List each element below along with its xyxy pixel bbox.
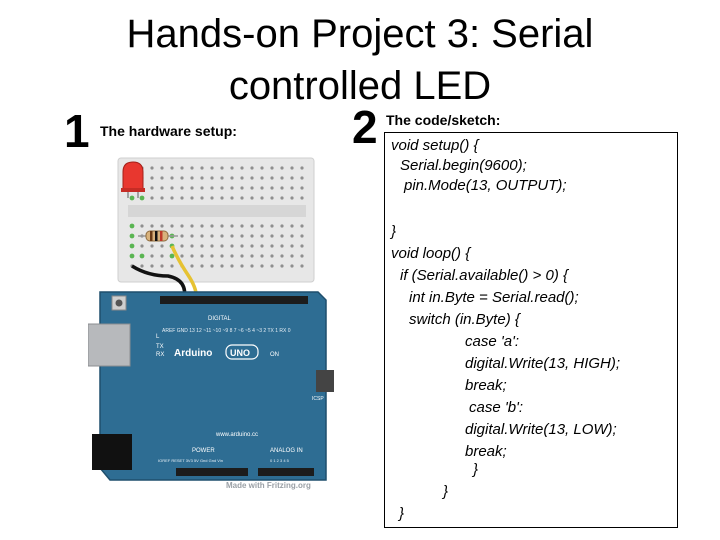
code-line: digital.Write(13, LOW);: [465, 421, 617, 438]
red-led: [121, 161, 145, 198]
usb-connector: [88, 323, 131, 367]
code-line: }: [399, 505, 405, 522]
code-line: digital.Write(13, HIGH);: [465, 355, 621, 372]
title-line-2: controlled LED: [228, 64, 492, 108]
top-pin-labels: AREF GND 13 12 ~11 ~10 ~9 8 7 ~6 ~5 4 ~3…: [162, 328, 291, 334]
arduino-brand: Arduino: [174, 348, 212, 359]
black-wire: [131, 264, 187, 301]
code-line: void setup() {: [391, 137, 479, 154]
breadboard: [117, 157, 315, 283]
resistor: [138, 230, 178, 242]
code-line: Serial.begin(9600);: [400, 157, 527, 174]
code-line: void loop() {: [391, 245, 471, 262]
on-label: ON: [270, 352, 279, 358]
power-header: [176, 468, 248, 476]
breadboard-channel: [128, 205, 306, 217]
code-line: break;: [465, 377, 507, 394]
rx-label: RX: [156, 352, 164, 358]
analog-header: [258, 468, 314, 476]
code-line: }: [473, 461, 479, 478]
uno-label: UNO: [230, 348, 250, 358]
section-number-1: 1: [64, 105, 90, 157]
power-label: POWER: [192, 448, 215, 454]
analog-label: ANALOG IN: [270, 448, 303, 454]
slide-title-text: Hands-on Project 3: Serial controlled LE…: [80, 8, 640, 112]
hardware-diagram: DIGITAL AREF GND 13 12 ~11 ~10 ~9 8 7 ~6…: [88, 157, 334, 490]
icsp-header: [316, 370, 334, 392]
code-line: switch (in.Byte) {: [409, 311, 520, 328]
code-line: }: [443, 483, 449, 500]
power-jack: [92, 434, 132, 470]
analog-pin-labels: 0 1 2 3 4 5: [270, 458, 290, 463]
code-panel: void setup() { Serial.begin(9600); pin.M…: [384, 132, 678, 528]
code-line: case 'a':: [465, 333, 520, 350]
arduino-board: DIGITAL AREF GND 13 12 ~11 ~10 ~9 8 7 ~6…: [88, 291, 334, 481]
fritzing-credit: Made with Fritzing.org: [226, 481, 311, 490]
code-line: case 'b':: [469, 399, 524, 416]
code-line: if (Serial.available() > 0) {: [400, 267, 568, 284]
website-label: www.arduino.cc: [215, 432, 258, 438]
icsp-label: ICSP: [312, 396, 324, 402]
hardware-setup-label: The hardware setup:: [100, 123, 237, 139]
digital-label: DIGITAL: [208, 316, 232, 322]
l-led-label: L: [156, 334, 160, 340]
power-pin-labels: IOREF RESET 3V3 5V Gnd Gnd Vin: [158, 458, 223, 463]
uno-badge: [225, 344, 259, 360]
code-line: pin.Mode(13, OUTPUT);: [404, 177, 567, 194]
code-line: break;: [465, 443, 507, 460]
breadboard-holes: [130, 166, 304, 268]
code-line: }: [391, 223, 397, 240]
title-line-1: Hands-on Project 3: Serial: [126, 12, 594, 56]
code-sketch-label: The code/sketch:: [386, 112, 501, 128]
digital-header: [160, 296, 308, 304]
code-line: int in.Byte = Serial.read();: [409, 289, 579, 306]
section-number-2: 2: [352, 101, 378, 153]
tx-label: TX: [156, 344, 164, 350]
